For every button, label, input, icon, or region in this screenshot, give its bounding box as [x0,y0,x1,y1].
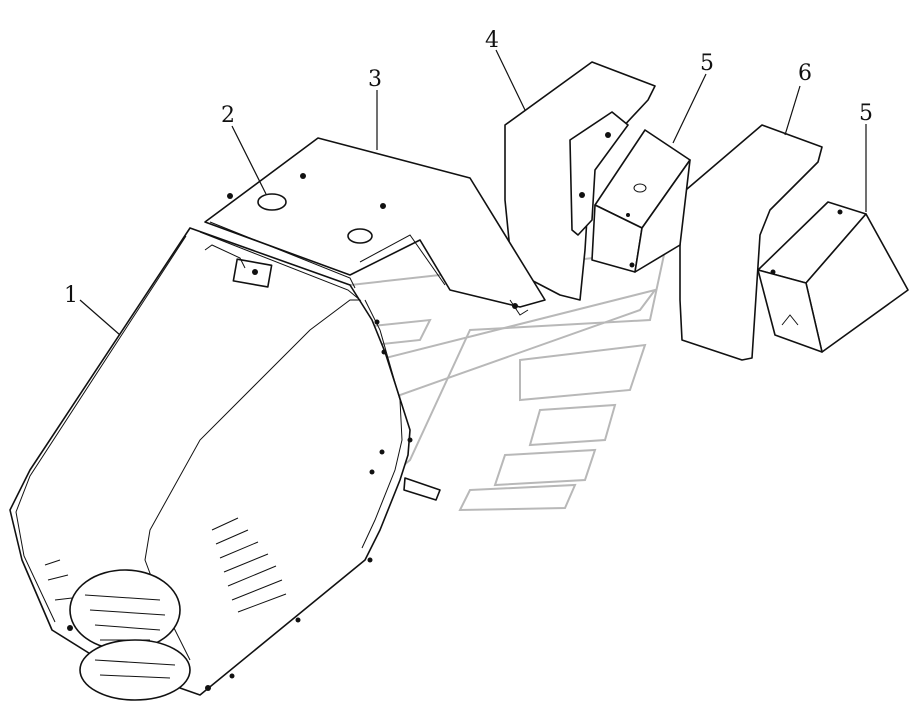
callout-1: 1 [64,283,78,308]
callout-5-left: 5 [700,51,714,76]
callout-labels: 1 2 3 4 5 6 5 [64,28,873,308]
box-bracket-part-5-right [757,201,909,353]
panel-part-4 [504,61,656,301]
callout-leaders [79,49,867,336]
leader-2 [231,125,267,195]
callout-2: 2 [221,103,235,128]
fan-grille [44,559,191,701]
box-bracket-part-5-left [591,129,691,273]
top-cover-part-3 [204,137,546,316]
housing-part-1 [9,227,441,701]
leader-4 [495,49,526,111]
leader-1 [79,299,121,336]
callout-4: 4 [485,28,499,53]
panel-part-6 [679,124,823,361]
callout-3: 3 [368,67,382,92]
callout-5-right: 5 [859,101,873,126]
callout-6: 6 [798,61,812,86]
leader-5a [672,73,707,144]
vent-slots [211,517,287,613]
leader-6 [784,85,801,136]
